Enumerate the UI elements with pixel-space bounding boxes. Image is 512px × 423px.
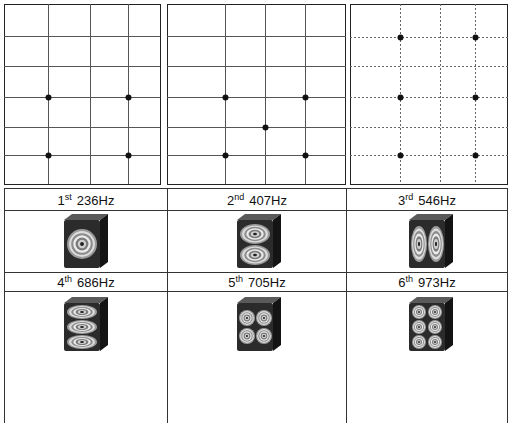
speaker-mode-3 xyxy=(409,214,453,268)
mode-number: 3 xyxy=(398,193,405,208)
mode-label: 6th 973Hz xyxy=(398,275,455,289)
mode-number: 1 xyxy=(58,193,65,208)
mode-number: 6 xyxy=(398,275,405,290)
frequency-value: 236Hz xyxy=(77,193,115,208)
frequency-value: 407Hz xyxy=(249,193,287,208)
measurement-grid xyxy=(4,4,161,185)
mode-label: 2nd 407Hz xyxy=(227,193,287,207)
mode-number: 5 xyxy=(228,275,235,290)
mode-label: 1st 236Hz xyxy=(58,193,115,207)
measurement-dot xyxy=(398,35,479,159)
speaker-mode-5 xyxy=(237,297,281,351)
measurement-dot xyxy=(46,95,132,159)
ordinal-suffix: st xyxy=(65,192,72,202)
mode-label: 4th 686Hz xyxy=(57,275,114,289)
mode-number: 2 xyxy=(227,193,234,208)
ordinal-suffix: th xyxy=(406,274,414,284)
speaker-mode-4 xyxy=(64,297,108,351)
ordinal-suffix: th xyxy=(65,274,73,284)
ordinal-suffix: nd xyxy=(234,192,244,202)
mode-label: 5th 705Hz xyxy=(228,275,285,289)
frequency-value: 705Hz xyxy=(248,275,286,290)
speaker-mode-6 xyxy=(409,297,453,351)
ordinal-suffix: rd xyxy=(405,192,413,202)
speaker-mode-2 xyxy=(237,214,281,268)
table-grid xyxy=(4,188,508,423)
frequency-value: 686Hz xyxy=(77,275,115,290)
frequency-value: 973Hz xyxy=(418,275,456,290)
mode-label: 3rd 546Hz xyxy=(398,193,456,207)
measurement-grid xyxy=(350,4,508,185)
measurement-grid xyxy=(167,4,346,185)
frequency-value: 546Hz xyxy=(418,193,456,208)
measurement-dot xyxy=(223,95,309,159)
speaker-mode-1 xyxy=(64,214,108,268)
mode-number: 4 xyxy=(57,275,64,290)
ordinal-suffix: th xyxy=(236,274,244,284)
